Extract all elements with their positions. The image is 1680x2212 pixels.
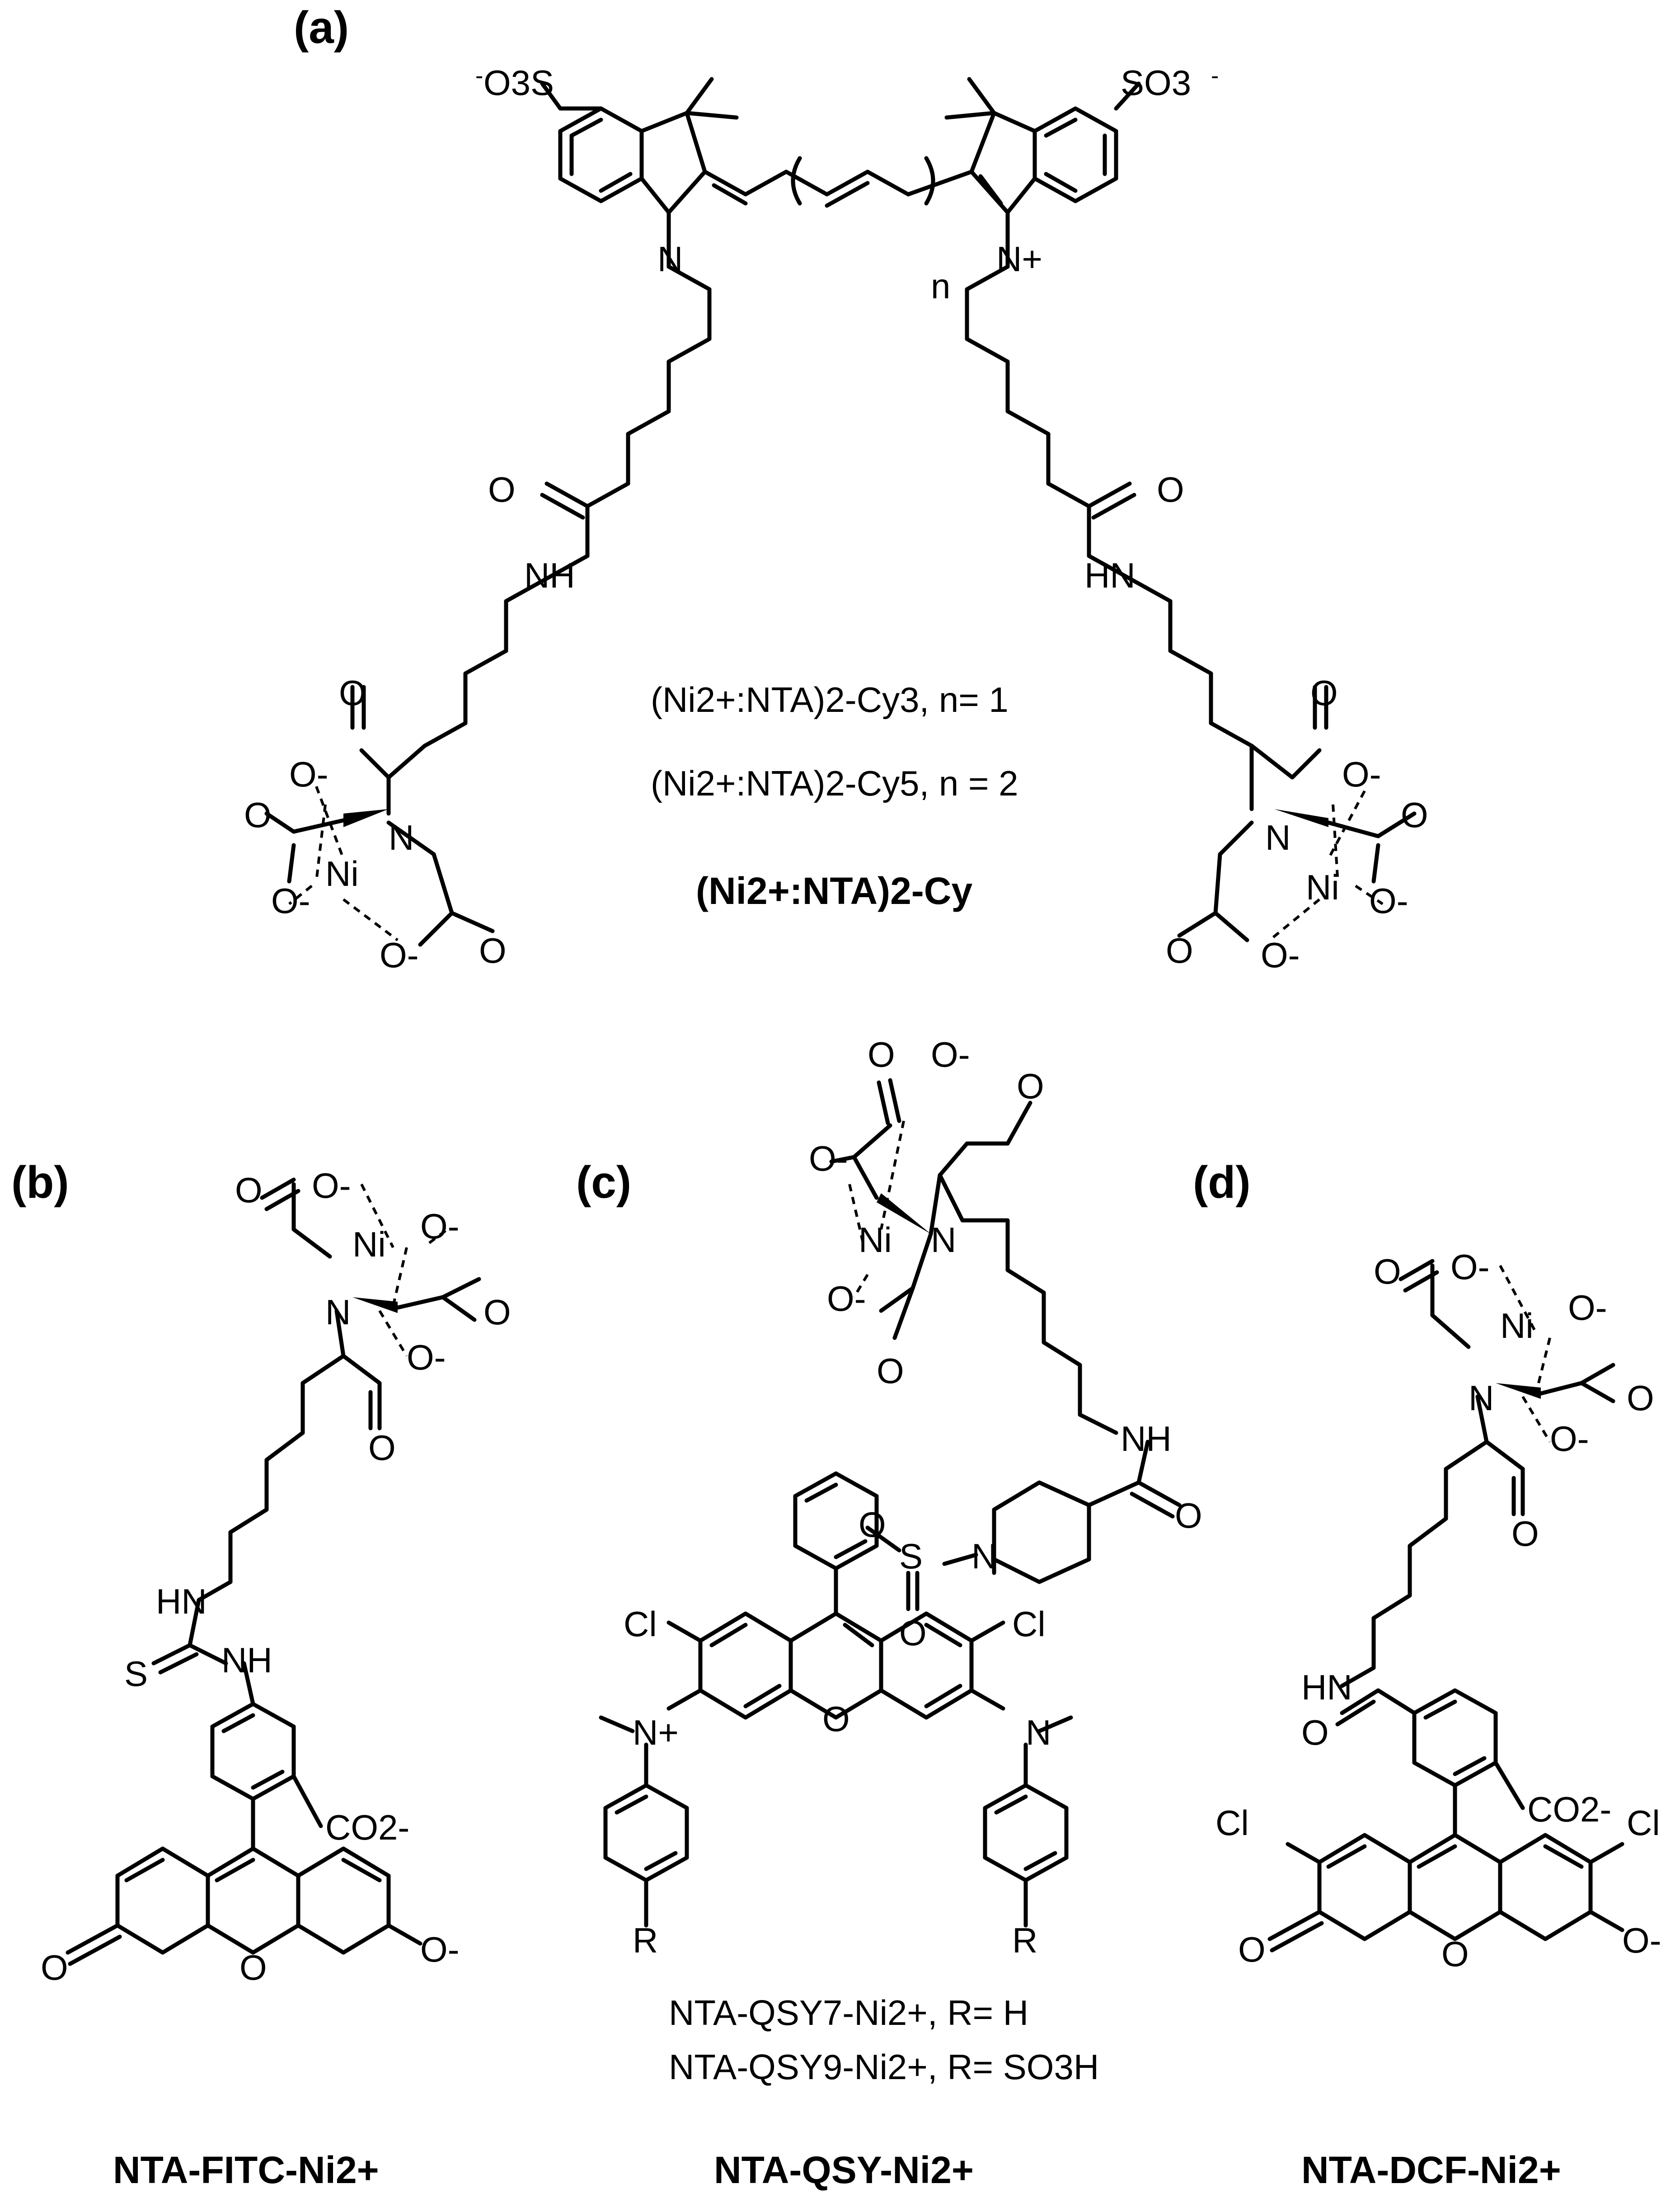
fitc-carboxyl-o: O	[235, 1170, 263, 1210]
right-acetate2-o: O	[1166, 931, 1193, 970]
fitc-acetate-o-minus: O-	[407, 1337, 446, 1377]
fitc-thiourea-hn: HN	[156, 1581, 207, 1621]
fitc-ni: Ni	[352, 1224, 386, 1264]
panel-label-a: (a)	[294, 2, 349, 53]
qsy-ni-o-minus: O-	[827, 1279, 866, 1318]
qsy-amide-nh: NH	[1121, 1419, 1172, 1459]
right-nta-n: N	[1265, 818, 1291, 857]
left-sulfonate-label: O3S	[483, 63, 554, 103]
qsy-sulfonyl-o2: O	[899, 1613, 927, 1653]
fitc-ketone-o: O	[41, 1948, 68, 1987]
right-indolium-n: N+	[996, 239, 1042, 279]
qsy-amide-o: O	[1175, 1496, 1202, 1535]
left-acetate2-o: O	[479, 931, 507, 970]
qsy-acetate-o: O	[877, 1351, 904, 1391]
qsy-ni: Ni	[859, 1220, 892, 1260]
caption-d: NTA-DCF-Ni2+	[1301, 2149, 1561, 2191]
right-amide-hn: HN	[1084, 555, 1136, 595]
fitc-thiourea-s: S	[124, 1654, 148, 1694]
cy-dye-structure	[264, 77, 1417, 947]
qsy-alpha-carbonyl-o: O	[1017, 1066, 1044, 1106]
qsy-sulfonyl-o1: O	[859, 1505, 886, 1544]
caption-c: NTA-QSY-Ni2+	[714, 2149, 974, 2191]
dcf-acetate-o-minus: O-	[1550, 1419, 1589, 1459]
left-nta-n: N	[389, 818, 414, 857]
qsy-r-right: R	[1012, 1920, 1037, 1960]
right-acetate-o-minus: O-	[1369, 881, 1408, 921]
qsy-amine-n: N	[1026, 1713, 1051, 1752]
right-acetate-o: O	[1401, 795, 1428, 835]
dcf-ring-o: O	[1441, 1934, 1469, 1974]
dcf-ketone-o: O	[1238, 1930, 1266, 1969]
fitc-phenoxide-o: O-	[420, 1930, 460, 1969]
fitc-carboxylate: CO2-	[325, 1807, 409, 1847]
left-acetate-o-minus: O-	[271, 881, 310, 921]
fitc-ring-o: O	[239, 1948, 267, 1987]
nta-qsy-structure	[599, 1078, 1182, 1928]
nta-fitc-structure	[66, 1177, 481, 1966]
qsy-piperidine-n: N	[971, 1536, 997, 1576]
dcf-nta-n: N	[1469, 1378, 1494, 1418]
right-carboxyl-o: O	[1310, 673, 1338, 713]
qsy-nta-n: N	[931, 1220, 956, 1260]
dcf-ni-o-minus: O-	[1568, 1288, 1607, 1327]
right-amide-o: O	[1157, 470, 1184, 509]
dcf-cl-left: Cl	[1215, 1803, 1249, 1843]
left-amide-o: O	[488, 470, 516, 509]
dcf-ni: Ni	[1500, 1306, 1534, 1346]
left-carboxyl-o: O	[339, 673, 366, 713]
left-acetate-o: O	[244, 795, 272, 835]
cy3-legend-line: (Ni2+:NTA)2-Cy3, n= 1	[651, 680, 1009, 720]
dcf-carboxyl-o: O	[1374, 1252, 1401, 1291]
qsy-cl-left: Cl	[624, 1604, 657, 1644]
dcf-carboxylate: CO2-	[1527, 1789, 1611, 1829]
panel-label-c: (c)	[576, 1157, 631, 1208]
qsy-carboxyl-o: O	[868, 1035, 895, 1074]
fitc-carboxylate-o: O-	[312, 1166, 351, 1205]
dcf-carboxylate-o: O-	[1450, 1247, 1490, 1287]
fitc-thiourea-nh: NH	[221, 1640, 272, 1680]
right-carboxylate-o: O-	[1342, 754, 1381, 794]
fitc-ni-o: O-	[420, 1206, 460, 1246]
left-acetate2-o-minus: O-	[380, 935, 419, 975]
fitc-acetate-o: O	[483, 1292, 511, 1332]
panel-label-b: (b)	[11, 1157, 69, 1208]
left-sulfonate-charge: -	[475, 63, 483, 89]
fitc-carbonyl-o: O	[368, 1428, 396, 1468]
qsy-r-left: R	[633, 1920, 658, 1960]
left-indolenine-n: N	[657, 239, 683, 279]
panel-label-d: (d)	[1193, 1157, 1251, 1208]
dcf-cl-right: Cl	[1627, 1803, 1660, 1843]
nta-dcf-structure	[1267, 1259, 1624, 1953]
dcf-amide-o: O	[1301, 1713, 1329, 1752]
left-amide-nh: NH	[524, 555, 575, 595]
dcf-acetate-o: O	[1627, 1378, 1654, 1418]
dcf-amide-hn: HN	[1301, 1667, 1352, 1707]
qsy-carboxylate-o: O-	[931, 1035, 970, 1074]
right-sulfonate-label: SO3	[1121, 63, 1191, 103]
qsy7-legend-line: NTA-QSY7-Ni2+, R= H	[669, 1993, 1028, 2033]
right-ni: Ni	[1306, 867, 1339, 907]
dcf-carbonyl-o: O	[1511, 1514, 1539, 1553]
qsy-cl-right: Cl	[1012, 1604, 1046, 1644]
fitc-nta-n: N	[325, 1292, 351, 1332]
left-ni: Ni	[325, 854, 359, 894]
qsy-acetate-o-minus: O-	[809, 1139, 848, 1178]
qsy-sulfonyl-s: S	[899, 1536, 923, 1576]
caption-b: NTA-FITC-Ni2+	[113, 2149, 379, 2191]
panel-a-compound-name: (Ni2+:NTA)2-Cy	[696, 870, 972, 912]
right-sulfonate-charge: -	[1211, 63, 1219, 89]
qsy9-legend-line: NTA-QSY9-Ni2+, R= SO3H	[669, 2047, 1099, 2087]
cy5-legend-line: (Ni2+:NTA)2-Cy5, n = 2	[651, 763, 1018, 803]
qsy-iminium-n: N+	[633, 1713, 679, 1752]
repeat-n-label: n	[931, 266, 950, 306]
dcf-phenoxide-o: O-	[1622, 1920, 1661, 1960]
qsy-ring-o: O	[822, 1699, 850, 1739]
left-carboxylate-o: O-	[289, 754, 328, 794]
right-acetate2-o-minus: O-	[1261, 935, 1300, 975]
